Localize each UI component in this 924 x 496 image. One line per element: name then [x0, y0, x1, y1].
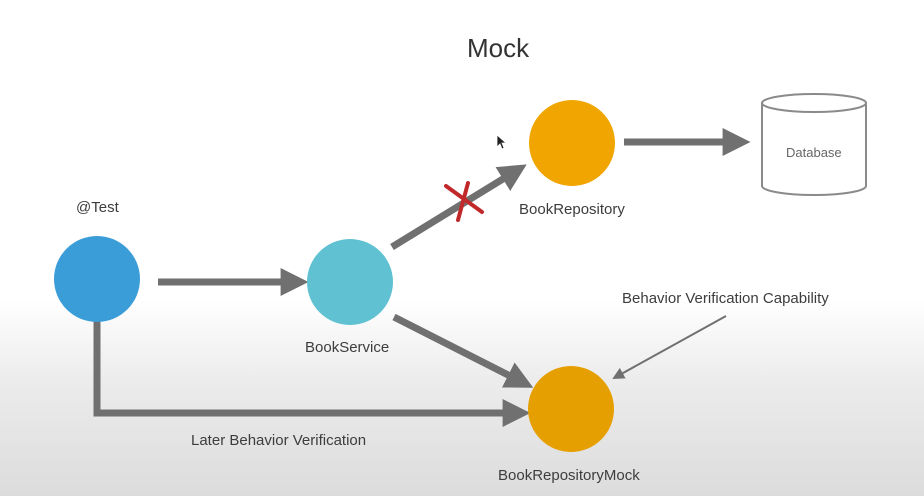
database-label: Database [786, 145, 842, 160]
test-label: @Test [76, 199, 119, 216]
bookservice-node [307, 239, 393, 325]
bookrepositorymock-label: BookRepositoryMock [498, 467, 640, 484]
bookrepository-label: BookRepository [519, 201, 625, 218]
arrow-bookservice-to-mock [392, 313, 534, 388]
arrow-capability-to-mock [612, 315, 727, 379]
bookrepository-node [529, 100, 615, 186]
arrow-test-to-mock [93, 318, 531, 427]
database-icon [761, 93, 867, 196]
test-node [54, 236, 140, 322]
bookservice-label: BookService [305, 339, 390, 356]
behavior-verification-capability-label: Behavior Verification Capability [622, 290, 829, 307]
diagram-title: Mock [467, 33, 530, 63]
mouse-cursor-icon [496, 134, 508, 150]
blocked-x-icon [444, 181, 484, 222]
arrow-bookservice-to-bookrepository [390, 164, 527, 250]
later-behavior-verification-label: Later Behavior Verification [191, 432, 367, 449]
bookrepositorymock-node [528, 366, 614, 452]
